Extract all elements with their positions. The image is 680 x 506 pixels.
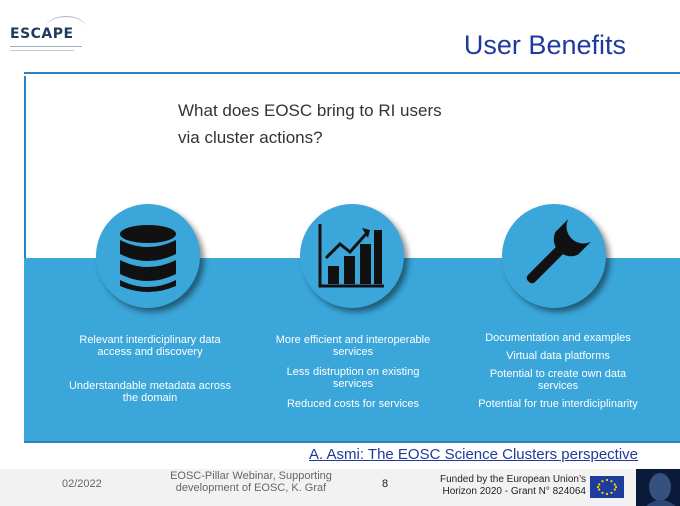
benefits-column-2: More efficient and interoperable service… (270, 334, 436, 410)
chart-circle (300, 204, 404, 308)
presenter-thumbnail (636, 469, 680, 506)
benefit-item: Reduced costs for services (286, 398, 420, 410)
footer-date: 02/2022 (62, 478, 102, 490)
top-divider (24, 72, 680, 74)
question-line-1: What does EOSC bring to RI users (178, 101, 442, 120)
benefit-item: Potential for true interdiciplinarity (478, 398, 638, 410)
logo-tagline-line (10, 46, 82, 53)
wrench-circle (502, 204, 606, 308)
funding-text: Funded by the European Union’s Horizon 2… (430, 474, 586, 498)
footer-bar (0, 469, 680, 506)
benefits-column-3: Documentation and examples Virtual data … (476, 332, 640, 410)
wrench-icon (526, 219, 591, 284)
logo-arc (46, 16, 86, 39)
question-text: What does EOSC bring to RI users via clu… (178, 97, 538, 151)
eu-stars-icon (596, 478, 618, 496)
funding-line-2: Horizon 2020 - Grant N° 824064 (442, 486, 586, 497)
logo-text: ESCAPE (10, 26, 74, 42)
footer-event: EOSC-Pillar Webinar, Supporting developm… (170, 470, 332, 494)
eu-flag (590, 476, 624, 498)
bar-chart-icon (318, 224, 384, 288)
benefit-item: Less distruption on existing services (286, 366, 420, 390)
benefit-item: Understandable metadata across the domai… (68, 380, 232, 404)
logo-tagline-line-2 (10, 50, 74, 51)
database-icon (120, 225, 176, 292)
database-circle (96, 204, 200, 308)
escape-logo: ESCAPE (10, 16, 86, 58)
funding-line-1: Funded by the European Union’s (439, 474, 586, 485)
benefits-column-1: Relevant interdiciplinary data access an… (64, 334, 236, 404)
credit-link[interactable]: A. Asmi: The EOSC Science Clusters persp… (309, 446, 639, 463)
bottom-divider (24, 441, 680, 443)
benefit-item: More efficient and interoperable service… (275, 334, 431, 358)
benefit-item: Relevant interdiciplinary data access an… (79, 334, 221, 358)
question-line-2: via cluster actions? (178, 128, 323, 147)
benefit-item: Potential to create own data services (489, 368, 627, 392)
benefit-item: Documentation and examples (485, 332, 631, 344)
presenter-avatar-icon (646, 473, 676, 506)
benefit-item: Virtual data platforms (506, 350, 610, 362)
page-number: 8 (382, 478, 389, 490)
slide-title: User Benefits (463, 30, 626, 60)
